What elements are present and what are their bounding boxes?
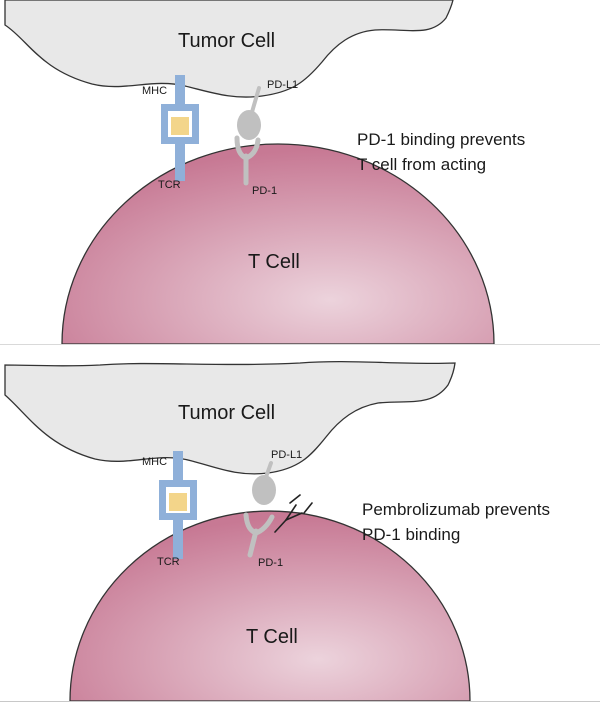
- pd-1-label: PD-1: [252, 185, 278, 197]
- panel-divider: [0, 344, 600, 345]
- caption-line-1: Pembrolizumab prevents: [362, 500, 551, 519]
- caption-line-1: PD-1 binding prevents: [357, 130, 526, 149]
- tumor-cell-label: Tumor Cell: [178, 30, 276, 52]
- t-cell-body: [61, 143, 495, 344]
- t-cell-label: T Cell: [248, 251, 300, 273]
- panel-pd1-bound: Tumor Cell T Cell MHC TCR PD-L1 PD-1 PD-…: [0, 0, 600, 344]
- pd-1-receptor: [243, 512, 275, 558]
- panel-1-diagram: [4, 0, 495, 344]
- caption: Pembrolizumab prevents PD-1 binding: [362, 497, 550, 547]
- pd-l1-ligand: [237, 86, 261, 140]
- mhc-tcr-complex: [161, 75, 199, 181]
- t-cell-body: [69, 510, 471, 701]
- panel-pembrolizumab: Tumor Cell T Cell MHC TCR PD-L1 PD-1 Pem…: [0, 345, 600, 701]
- pd-l1-label: PD-L1: [267, 79, 299, 91]
- tcr-label: TCR: [157, 556, 180, 568]
- pd-l1-ligand: [252, 461, 276, 505]
- antigen-peptide: [171, 117, 189, 135]
- pd-1-label: PD-1: [258, 557, 284, 569]
- panel-2-diagram: [4, 360, 471, 701]
- antibody-icon: [274, 494, 313, 533]
- mhc-tcr-complex: [159, 451, 197, 559]
- mhc-label: MHC: [142, 456, 168, 468]
- caption-line-2: PD-1 binding: [362, 525, 461, 544]
- tcr-label: TCR: [158, 179, 181, 191]
- tumor-cell-body: [4, 0, 454, 98]
- bottom-border: [0, 701, 600, 702]
- caption: PD-1 binding prevents T cell from acting: [357, 127, 525, 177]
- pd-l1-label: PD-L1: [271, 449, 303, 461]
- antigen-peptide: [169, 493, 187, 511]
- tumor-cell-label: Tumor Cell: [178, 402, 276, 424]
- mhc-label: MHC: [142, 85, 168, 97]
- tumor-cell-body: [4, 360, 456, 475]
- pd-1-receptor: [234, 135, 261, 186]
- caption-line-2: T cell from acting: [357, 155, 487, 174]
- t-cell-label: T Cell: [246, 626, 298, 648]
